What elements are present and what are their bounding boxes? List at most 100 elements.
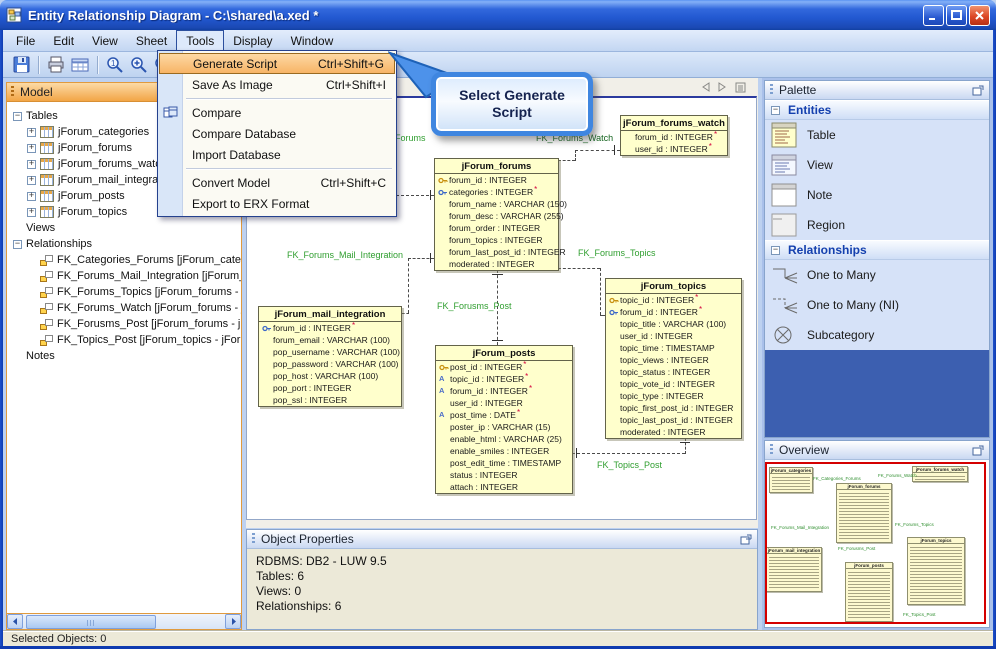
palette-item-region[interactable]: Region xyxy=(765,210,989,240)
menu-icon-gutter xyxy=(158,51,183,216)
popout-icon[interactable] xyxy=(740,534,752,545)
grid-button[interactable] xyxy=(69,54,91,76)
section-header-relationships[interactable]: Relationships xyxy=(765,240,989,260)
palette-item-one-to-many[interactable]: One to Many xyxy=(765,260,989,290)
relationship-icon xyxy=(40,270,53,282)
next-sheet-icon[interactable] xyxy=(718,82,727,92)
palette-item-one-to-many-ni[interactable]: One to Many (NI) xyxy=(765,290,989,320)
minus-expander-icon[interactable] xyxy=(13,111,22,121)
menu-window[interactable]: Window xyxy=(290,33,334,48)
maximize-button[interactable] xyxy=(946,4,967,26)
minus-expander-icon[interactable] xyxy=(13,239,22,249)
tree-item-fk-topics-post-jforum-topics-jforum-post[interactable]: FK_Topics_Post [jForum_topics - jForum_p… xyxy=(7,332,241,348)
minimize-button[interactable] xyxy=(923,4,944,26)
menu-item-compare-database[interactable]: Compare Database xyxy=(158,123,396,144)
plus-expander-icon[interactable] xyxy=(27,127,36,137)
menu-file[interactable]: File xyxy=(16,33,36,48)
object-properties-header[interactable]: Object Properties xyxy=(247,530,757,549)
minimap-label-fk-forusms-post: FK_Forusms_Post xyxy=(838,546,876,551)
minimap-entity-title: jForum_forums_watch xyxy=(913,467,967,473)
sheet-list-icon[interactable] xyxy=(735,82,746,93)
tree-item-jforum-forums-watch[interactable]: jForum_forums_watch xyxy=(7,156,241,172)
tree-item-jforum-topics[interactable]: jForum_topics xyxy=(7,204,241,220)
popout-icon[interactable] xyxy=(972,85,984,96)
tree-item-jforum-mail-integration[interactable]: jForum_mail_integration xyxy=(7,172,241,188)
tree-item-fk-forums-watch-jforum-forums-jforum-for[interactable]: FK_Forums_Watch [jForum_forums - jForum_… xyxy=(7,300,241,316)
popout-icon[interactable] xyxy=(972,445,984,456)
minimap-viewport-rect[interactable] xyxy=(765,462,986,624)
scrollbar-thumb[interactable] xyxy=(26,615,156,629)
prev-sheet-icon[interactable] xyxy=(701,82,710,92)
scrollbar-track[interactable] xyxy=(156,614,225,629)
menu-edit[interactable]: Edit xyxy=(53,33,75,48)
plus-expander-icon[interactable] xyxy=(27,175,36,185)
tree-item-jforum-posts[interactable]: jForum_posts xyxy=(7,188,241,204)
scroll-left-button[interactable] xyxy=(7,614,23,629)
plus-expander-icon[interactable] xyxy=(27,159,36,169)
tree-item-fk-forums-mail-integration-jforum-forums[interactable]: FK_Forums_Mail_Integration [jForum_forum… xyxy=(7,268,241,284)
entity-field-moderated-integer: moderated : INTEGER xyxy=(606,426,741,438)
tree-item-jforum-forums[interactable]: jForum_forums xyxy=(7,140,241,156)
relationship-icon xyxy=(40,254,53,266)
plus-expander-icon[interactable] xyxy=(27,207,36,217)
zoom-in-button[interactable] xyxy=(128,54,150,76)
palette-item-subcategory[interactable]: Subcategory xyxy=(765,320,989,350)
field-text: topic_first_post_id : INTEGER xyxy=(620,403,734,413)
model-horizontal-scrollbar[interactable] xyxy=(7,613,241,629)
palette-item-note[interactable]: Note xyxy=(765,180,989,210)
palette-item-table[interactable]: Table xyxy=(765,120,989,150)
tree-item-fk-forums-topics-jforum-forums-jforum-to[interactable]: FK_Forums_Topics [jForum_forums - jForum… xyxy=(7,284,241,300)
zoom-100-button[interactable]: 1 xyxy=(104,54,126,76)
menu-tools[interactable]: Tools xyxy=(176,30,225,51)
relationship-connector xyxy=(572,453,685,454)
tree-item-fk-forusms-post-jforum-forums-jforum-pos[interactable]: FK_Forusms_Post [jForum_forums - jForum_… xyxy=(7,316,241,332)
print-button[interactable] xyxy=(45,54,67,76)
collapse-icon[interactable] xyxy=(771,245,780,255)
property-line-views-0: Views: 0 xyxy=(256,584,302,598)
menu-item-import-database[interactable]: Import Database xyxy=(158,144,396,165)
entity-field-forum-id-integer: forum_id : INTEGER xyxy=(435,174,558,186)
palette-item-view[interactable]: View xyxy=(765,150,989,180)
collapse-icon[interactable] xyxy=(771,105,780,115)
minimap-entity-jforum-posts: jForum_posts xyxy=(845,562,893,622)
plus-expander-icon[interactable] xyxy=(27,143,36,153)
menu-item-export-to-erx-format[interactable]: Export to ERX Format xyxy=(158,193,396,214)
required-marker: * xyxy=(698,305,703,314)
palette-item-label: Region xyxy=(807,218,846,232)
menu-item-compare[interactable]: Compare xyxy=(158,102,396,123)
scroll-right-button[interactable] xyxy=(225,614,241,629)
tree-item-relationships[interactable]: Relationships xyxy=(7,236,241,252)
property-line-relationships-6: Relationships: 6 xyxy=(256,599,342,613)
tree-item-notes[interactable]: Notes xyxy=(7,348,241,364)
entity-field-topic-first-post-id-integer: topic_first_post_id : INTEGER xyxy=(606,402,741,414)
tree-item-views[interactable]: Views xyxy=(7,220,241,236)
plus-expander-icon[interactable] xyxy=(27,191,36,201)
window-border-right xyxy=(993,30,996,646)
field-text: post_edit_time : TIMESTAMP xyxy=(450,458,562,468)
tree-item-tables[interactable]: Tables xyxy=(7,108,241,124)
overview-header[interactable]: Overview xyxy=(765,441,989,460)
menu-sheet[interactable]: Sheet xyxy=(135,33,168,48)
minimap-entity-title: jForum_posts xyxy=(846,563,892,569)
save-button[interactable] xyxy=(10,54,32,76)
close-button[interactable] xyxy=(969,4,990,26)
tree-item-fk-categories-forums-jforum-categories-j[interactable]: FK_Categories_Forums [jForum_categories … xyxy=(7,252,241,268)
tree-item-jforum-categories[interactable]: jForum_categories xyxy=(7,124,241,140)
tree-item-label: jForum_categories xyxy=(58,126,150,138)
panel-grip-icon xyxy=(770,444,773,456)
menu-display[interactable]: Display xyxy=(233,33,273,48)
section-header-entities[interactable]: Entities xyxy=(765,100,989,120)
tree-item-label: FK_Forums_Mail_Integration [jForum_forum… xyxy=(57,270,241,282)
menu-view[interactable]: View xyxy=(92,33,118,48)
palette-header[interactable]: Palette xyxy=(765,81,989,100)
foreign-key-icon xyxy=(262,324,273,333)
